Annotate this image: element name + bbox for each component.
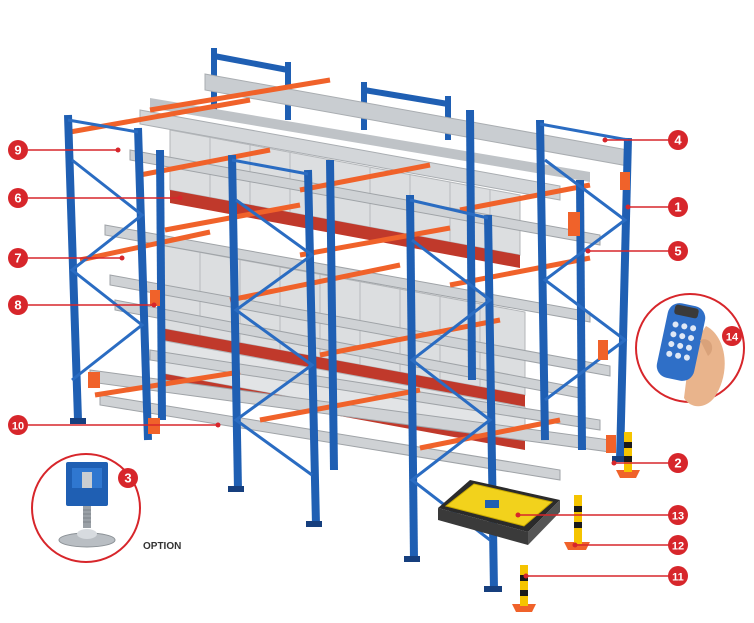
svg-text:4: 4 [674, 133, 682, 148]
callout-3: 3 [118, 468, 138, 488]
inset-remote [635, 293, 745, 407]
callout-13: 13 [668, 505, 688, 525]
callout-8: 8 [8, 295, 28, 315]
svg-text:13: 13 [672, 511, 684, 523]
callout-badges: 9 6 7 8 10 3 4 1 [8, 130, 742, 586]
callout-4: 4 [668, 130, 688, 150]
svg-text:14: 14 [726, 332, 739, 344]
svg-text:9: 9 [14, 143, 21, 158]
remote-control-icon [656, 303, 706, 381]
svg-text:2: 2 [674, 456, 681, 471]
leader-lines [28, 139, 678, 577]
leader-dots [115, 137, 631, 579]
callout-12: 12 [668, 535, 688, 555]
top-rails [139, 73, 629, 201]
end-stops [88, 172, 630, 453]
callout-6: 6 [8, 188, 28, 208]
shuttle-carrier [438, 480, 560, 545]
rack-structure [64, 48, 632, 592]
callout-1: 1 [668, 197, 688, 217]
svg-text:1: 1 [674, 200, 681, 215]
bollard [512, 565, 536, 612]
option-label: OPTION [143, 541, 181, 552]
callout-5: 5 [668, 241, 688, 261]
base-plates [70, 418, 628, 592]
svg-text:6: 6 [14, 191, 21, 206]
callout-7: 7 [8, 248, 28, 268]
bollard [564, 495, 590, 550]
safety-bollards [512, 432, 640, 612]
svg-text:3: 3 [124, 471, 131, 486]
bollard [616, 432, 640, 478]
svg-text:10: 10 [12, 421, 24, 433]
svg-text:7: 7 [14, 251, 21, 266]
callout-14: 14 [722, 326, 742, 346]
svg-text:11: 11 [672, 572, 684, 584]
svg-text:8: 8 [14, 298, 21, 313]
inset-footplate: OPTION [31, 453, 181, 563]
svg-text:5: 5 [674, 244, 681, 259]
svg-text:12: 12 [672, 541, 684, 553]
callout-10: 10 [8, 415, 28, 435]
callout-9: 9 [8, 140, 28, 160]
callout-11: 11 [668, 566, 688, 586]
callout-2: 2 [668, 453, 688, 473]
